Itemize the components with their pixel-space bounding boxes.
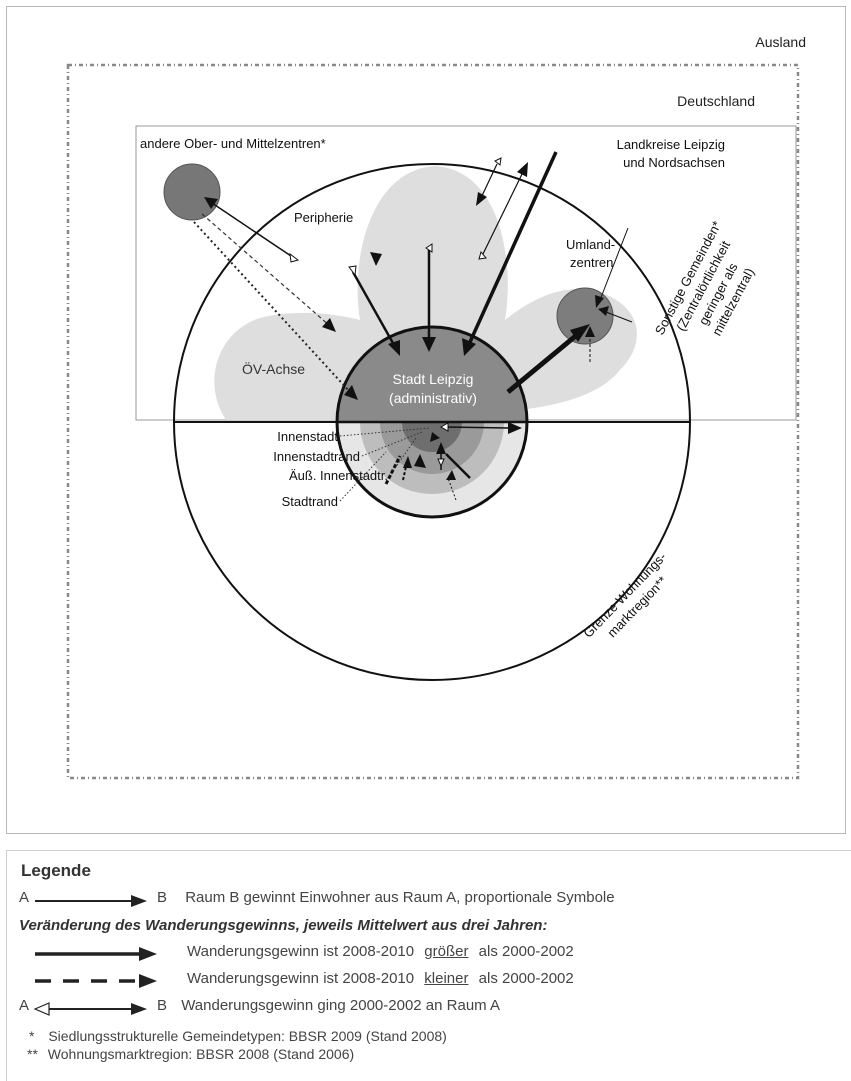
- legend-arrow-open: [33, 1002, 147, 1016]
- legend-row-gain: A: [19, 889, 29, 906]
- legend-open-a-label: A: [19, 997, 30, 1014]
- legend-note2-mark: **: [27, 1046, 38, 1062]
- arrowhead: [508, 422, 522, 434]
- arrowhead: [370, 252, 382, 266]
- arrow-landkreise-out: [479, 163, 498, 201]
- legend-note-1: * Siedlungsstrukturelle Gemeindetypen: B…: [29, 1028, 447, 1044]
- legend-open-text: Wanderungsgewinn ging 2000-2002 an Raum …: [181, 997, 501, 1014]
- legend-solid-prefix: Wanderungsgewinn ist 2008-2010: [187, 943, 415, 960]
- label-umland-2: zentren: [570, 255, 613, 270]
- open-arrowhead: [437, 458, 445, 468]
- label-innenstadt: Innenstadt: [277, 429, 338, 444]
- arrow-zentren-stadt: [193, 221, 351, 393]
- legend-note1-mark: *: [29, 1028, 35, 1044]
- label-grenze: Grenze Wohnungs- marktregion**: [580, 549, 669, 640]
- legend-arrow-solid: [35, 947, 157, 961]
- legend-note1-text: Siedlungsstrukturelle Gemeindetypen: BBS…: [48, 1028, 447, 1044]
- legend-row-solid: Wanderungsgewinn ist 2008-2010 größer al…: [187, 943, 574, 960]
- arrowhead: [344, 385, 358, 400]
- arrow-inner-stadtrand: [384, 455, 402, 485]
- arrow-peripherie-stadt: [351, 271, 396, 346]
- open-arrowhead: [439, 422, 449, 432]
- peripherie-area: [214, 166, 637, 420]
- legend-subheading: Veränderung des Wanderungsgewinns, jewei…: [19, 917, 548, 934]
- umlandzentren-circle: [556, 287, 614, 345]
- stadt-leipzig-upper: [337, 327, 527, 422]
- arrow-landkreise-double: [481, 169, 525, 257]
- legend-dashed-prefix: Wanderungsgewinn ist 2008-2010: [187, 970, 415, 987]
- arrow-zentren-oev: [201, 213, 331, 327]
- label-peripherie: Peripherie: [294, 210, 353, 225]
- label-stadt-1: Stadt Leipzig: [393, 371, 474, 387]
- diagram-frame: [6, 6, 846, 834]
- legend-dashed-suffix: als 2000-2002: [478, 970, 574, 987]
- legend: Legende A B Raum B gewinnt Einwohner aus…: [6, 850, 851, 1081]
- legend-note-2: ** Wohnungsmarktregion: BBSR 2008 (Stand…: [27, 1046, 354, 1062]
- label-stadt-2: (administrativ): [389, 390, 477, 406]
- legend-a-label: A: [19, 889, 30, 906]
- arrowhead: [517, 162, 528, 177]
- arrowhead: [388, 340, 400, 356]
- legend-title: Legende: [21, 861, 91, 880]
- arrowhead: [422, 337, 436, 352]
- legend-open-b-label: B: [157, 997, 168, 1014]
- arrowhead: [403, 456, 412, 468]
- migration-diagram: Ausland Deutschland andere Ober- und Mit…: [66, 34, 806, 780]
- andere-zentren-circle: [163, 163, 221, 221]
- label-stadtrand: Stadtrand: [282, 494, 338, 509]
- label-innenstadtrand: Innenstadtrand: [273, 449, 360, 464]
- label-oev-achse: ÖV-Achse: [242, 360, 305, 377]
- legend-row-open-a: A: [19, 997, 29, 1014]
- arrowhead: [414, 454, 426, 468]
- open-arrowhead: [425, 243, 433, 253]
- legend-solid-emph: größer: [424, 943, 469, 960]
- label-umland-1: Umland-: [566, 237, 615, 252]
- migration-arrows: [193, 151, 633, 501]
- legend-row1-text: Raum B gewinnt Einwohner aus Raum A, pro…: [185, 889, 615, 906]
- legend-arrow-dashed: [35, 974, 157, 988]
- arrowhead: [476, 192, 487, 206]
- label-landkreise-2: und Nordsachsen: [623, 155, 725, 170]
- legend-b-label: B: [157, 889, 168, 906]
- deutschland-border: [66, 63, 800, 780]
- arrow-into-umland-2: [605, 311, 633, 323]
- arrowhead: [436, 442, 446, 454]
- legend-note2-text: Wohnungsmarktregion: BBSR 2008 (Stand 20…: [47, 1046, 355, 1062]
- arrowhead: [204, 197, 218, 209]
- label-andere-zentren: andere Ober- und Mittelzentren*: [140, 136, 326, 151]
- legend-arrow-solid-thin: [35, 895, 147, 907]
- arrowhead: [585, 326, 595, 337]
- open-arrowhead: [494, 157, 502, 166]
- legend-row-open: B Wanderungsgewinn ging 2000-2002 an Rau…: [157, 997, 500, 1014]
- legend-solid-suffix: als 2000-2002: [478, 943, 574, 960]
- open-arrowhead: [478, 250, 487, 260]
- label-ausland: Ausland: [755, 34, 806, 50]
- open-arrowhead: [289, 252, 300, 263]
- arrowhead: [598, 306, 609, 316]
- legend-row-gain-text: B Raum B gewinnt Einwohner aus Raum A, p…: [157, 889, 615, 906]
- arrow-landkreise-stadt: [468, 151, 558, 343]
- legend-row-dashed: Wanderungsgewinn ist 2008-2010 kleiner a…: [187, 970, 574, 987]
- arrowhead: [570, 324, 590, 342]
- label-landkreise-1: Landkreise Leipzig: [617, 137, 725, 152]
- arrowhead: [462, 338, 476, 356]
- arrow-stadt-umland: [506, 332, 580, 394]
- legend-dashed-emph: kleiner: [424, 970, 469, 987]
- label-aeuss-innenstadtrand: Äuß. Innenstadtr.: [289, 468, 388, 483]
- arrowhead: [430, 432, 440, 442]
- arrow-zentren-peripherie: [211, 202, 295, 259]
- label-leaders: [339, 427, 431, 502]
- label-deutschland: Deutschland: [677, 93, 755, 109]
- open-arrowhead: [348, 265, 357, 277]
- arrow-inner-right: [444, 426, 513, 429]
- arrowhead: [446, 470, 456, 480]
- wohnungsmarkt-circle: [173, 163, 691, 681]
- arrow-into-umland-1: [599, 227, 629, 301]
- arrowhead: [595, 295, 604, 308]
- arrowhead: [322, 318, 336, 332]
- arrow-inner-diag: [445, 453, 471, 479]
